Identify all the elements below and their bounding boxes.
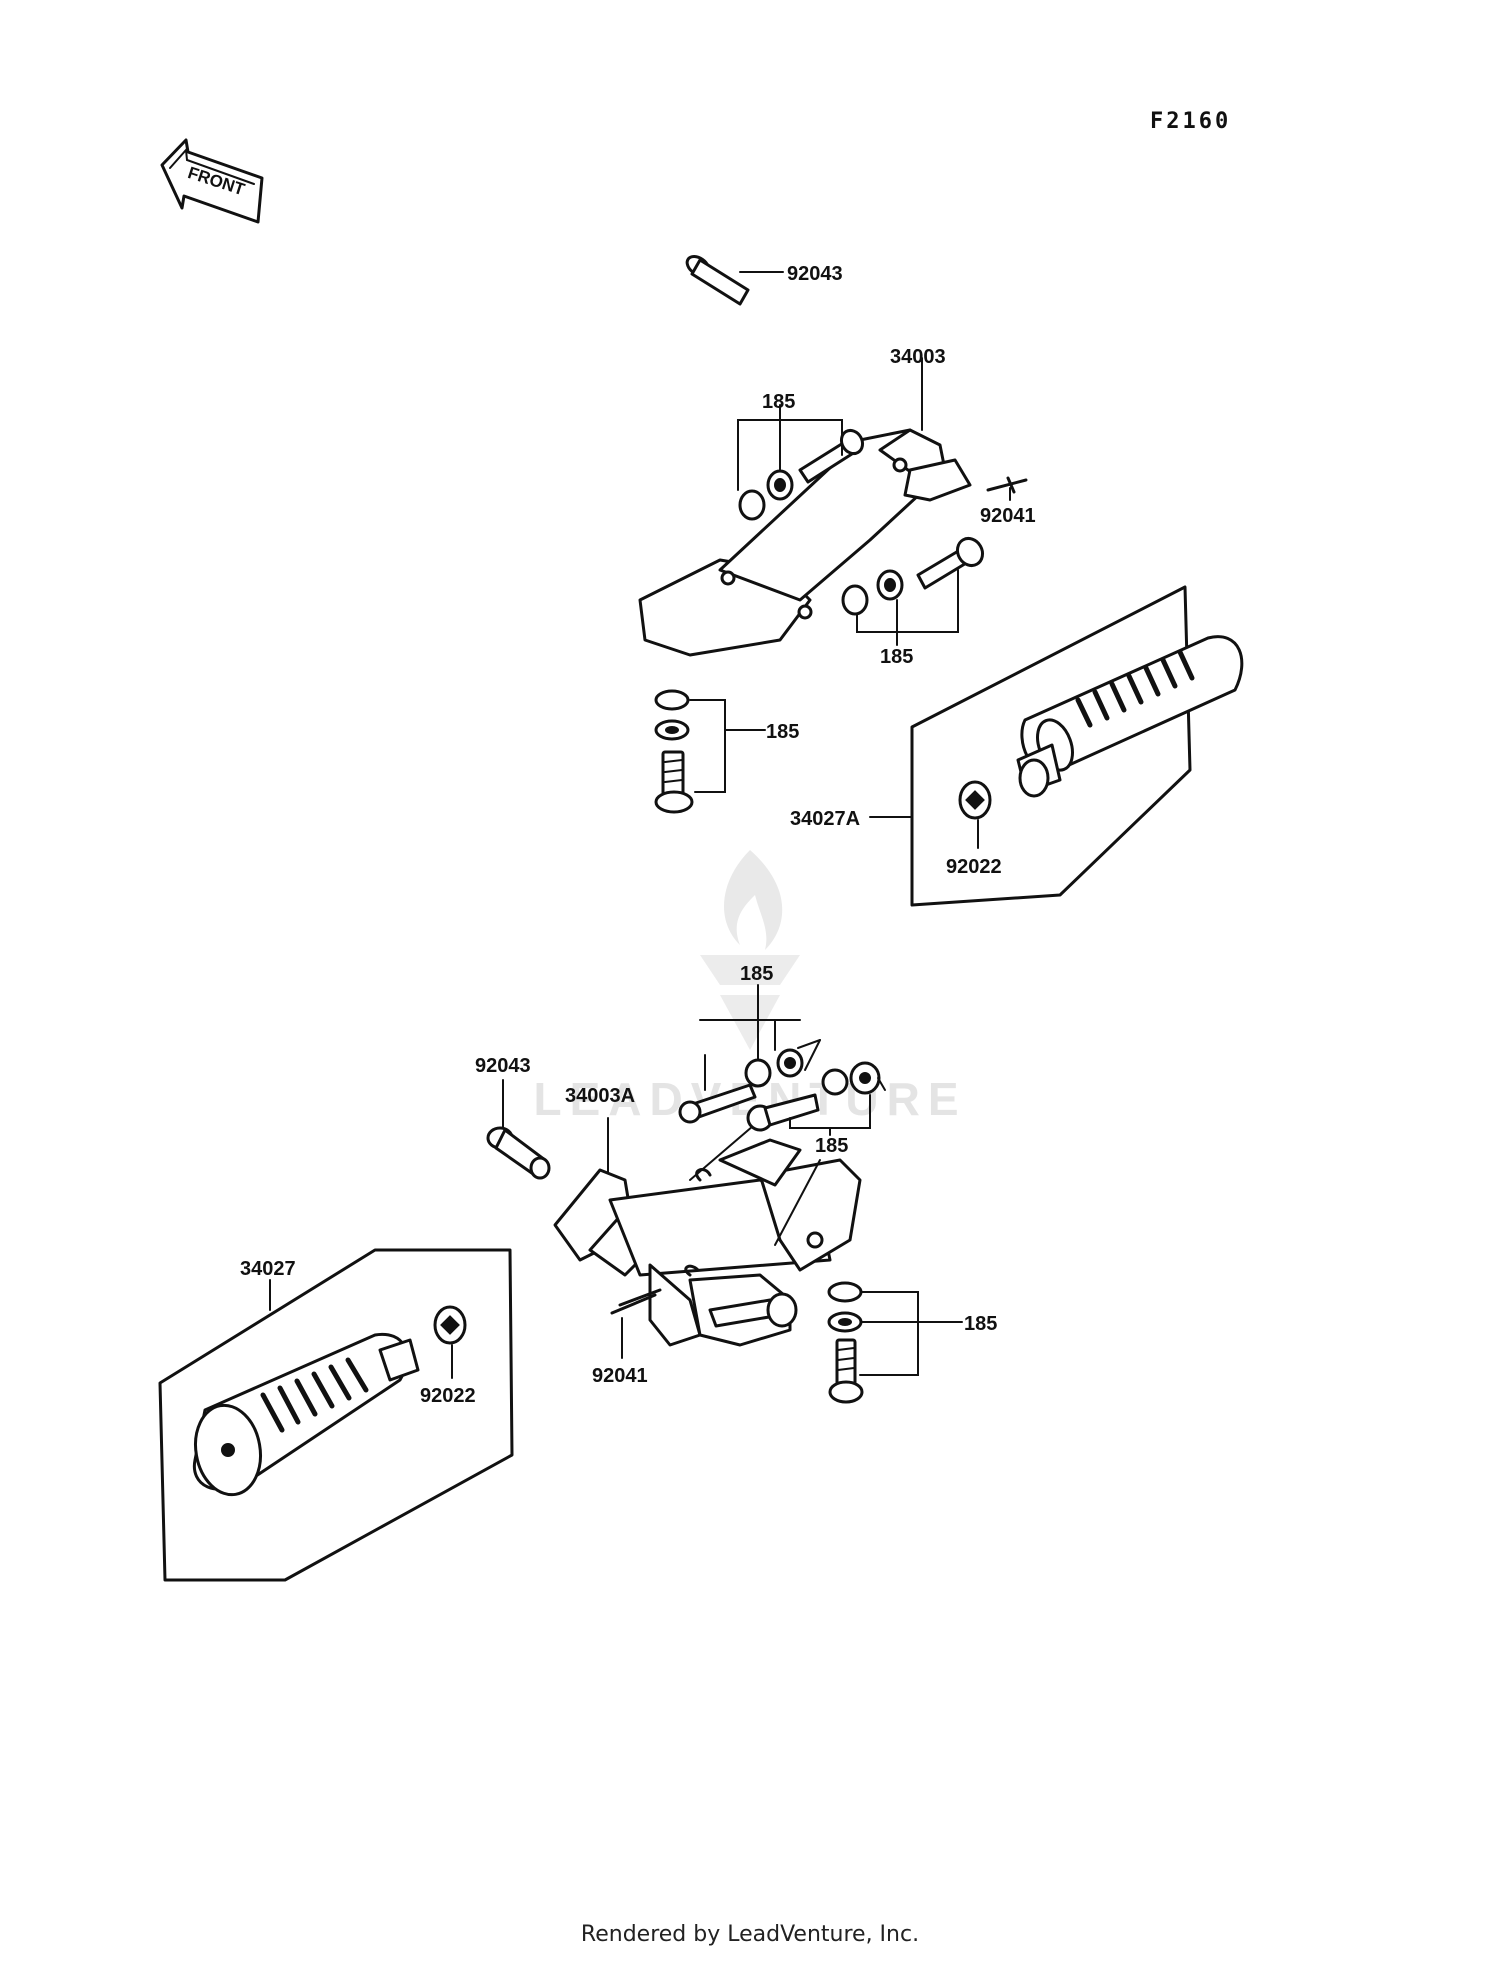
- callout-92041-lower: 92041: [592, 1365, 648, 1387]
- callout-185-lower-b: 185: [815, 1135, 848, 1157]
- diagram-code: F2160: [1150, 109, 1231, 134]
- bolt-washer-stack-lower-c: [827, 1281, 963, 1404]
- callout-34027: 34027: [240, 1258, 296, 1280]
- bolt-washer-group-lower-a: [678, 984, 821, 1124]
- bolt-washer-group-upper-a: [737, 404, 865, 521]
- bolt-washer-group-lower-b: [746, 1061, 886, 1136]
- callout-92022-lower: 92022: [420, 1385, 476, 1407]
- callout-185-upper-b: 185: [880, 646, 913, 668]
- front-arrow-icon: FRONT: [160, 138, 264, 224]
- callout-92043-upper: 92043: [787, 263, 843, 285]
- footpeg-34027A: [869, 585, 1244, 907]
- bracket-34003A: [553, 1117, 862, 1347]
- callout-185-upper-a: 185: [762, 391, 795, 413]
- callout-185-lower-c: 185: [964, 1313, 997, 1335]
- bolt-washer-stack-upper-c: [654, 689, 766, 814]
- cotter-pin-92041-upper: [986, 476, 1028, 501]
- callout-34003: 34003: [890, 346, 946, 368]
- callout-92022-upper: 92022: [946, 856, 1002, 878]
- callout-185-upper-c: 185: [766, 721, 799, 743]
- footer-credit: Rendered by LeadVenture, Inc.: [580, 1922, 920, 1947]
- callout-34027A: 34027A: [790, 808, 860, 830]
- bracket-34003: [638, 357, 972, 657]
- pin-92043-upper: [685, 254, 784, 306]
- footpeg-34027: [158, 1248, 514, 1582]
- bolt-washer-group-upper-b: [841, 536, 985, 646]
- pin-92043-lower: [486, 1079, 551, 1180]
- callout-92043-lower: 92043: [475, 1055, 531, 1077]
- callout-92041-upper: 92041: [980, 505, 1036, 527]
- cotter-pin-92041-lower: [610, 1288, 662, 1359]
- callout-185-lower-a: 185: [740, 963, 773, 985]
- callout-34003A: 34003A: [565, 1085, 635, 1107]
